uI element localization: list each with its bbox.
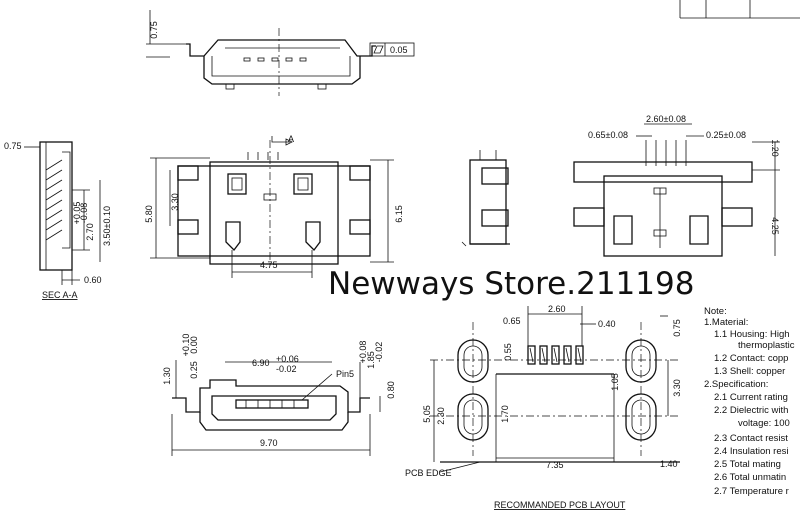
pcb-right-dim: 3.30 xyxy=(672,379,682,397)
port-offset-dim: 1.30 xyxy=(162,367,172,385)
note-line: voltage: 100 xyxy=(738,418,790,429)
port-height-minus: -0.02 xyxy=(374,342,384,363)
right-pitch-dim: 2.60±0.08 xyxy=(646,114,686,124)
section-mark: A xyxy=(288,134,294,144)
front-inner-dim: 3.30 xyxy=(170,193,180,211)
pcb-height-dim: 5.05 xyxy=(422,405,432,423)
notes-block: Note: 1.Material: 1.1 Housing: High ther… xyxy=(704,306,795,497)
note-line: 2.2 Dielectric with xyxy=(714,405,788,416)
section-a-a-view: 0.75 2.70 +0.05 -0.08 3.50±0.10 0.60 SEC… xyxy=(4,141,112,300)
note-line: 1.3 Shell: copper xyxy=(714,366,785,377)
note-line: thermoplastic xyxy=(738,340,795,351)
store-watermark: Newways Store.211198 xyxy=(328,266,694,302)
side-view xyxy=(461,150,510,247)
section-bottom-dim: 0.60 xyxy=(84,275,102,285)
title-block xyxy=(679,0,800,19)
note-line: 1.Material: xyxy=(704,317,748,328)
port-height-dim: 1.85 xyxy=(366,351,376,369)
flatness-value: 0.05 xyxy=(390,45,408,55)
top-view: 0.75 0.05 xyxy=(146,10,415,96)
top-contacts xyxy=(243,57,307,62)
front-height-dim: 5.80 xyxy=(144,205,154,223)
pin5-label: Pin5 xyxy=(336,369,354,379)
front-width-dim: 4.75 xyxy=(260,260,278,270)
top-height-dim: 0.75 xyxy=(149,21,159,39)
note-line: 2.1 Current rating xyxy=(714,392,788,403)
port-leadin-dim: 0.25 xyxy=(189,361,199,379)
pcb-slot-pads xyxy=(457,339,657,441)
note-line: 2.6 Total unmatin xyxy=(714,472,786,483)
port-width-plus: +0.06 xyxy=(276,354,299,364)
port-view: 6.90 +0.06 -0.02 0.25 +0.10 0.00 1.30 Pi… xyxy=(162,334,396,456)
section-dim-b: 3.50±0.10 xyxy=(102,206,112,246)
right-left-dim: 0.65±0.08 xyxy=(588,130,628,140)
section-tol-a-minus: -0.08 xyxy=(79,203,89,224)
pcb-layout-view: 0.65 0.55 2.60 0.40 xyxy=(405,304,682,510)
pcb-span-dim: 2.60 xyxy=(548,304,566,314)
note-line: 2.4 Insulation resi xyxy=(714,446,788,457)
pcb-slot-width-dim: 0.75 xyxy=(672,319,682,337)
note-line: 2.7 Temperature r xyxy=(714,486,789,497)
right-right-dim: 0.25±0.08 xyxy=(706,130,746,140)
pcb-mid-dim: 1.70 xyxy=(500,405,510,423)
pcb-center-dim: 1.05 xyxy=(610,373,620,391)
notes-title: Note: xyxy=(704,306,727,317)
section-hatch xyxy=(45,159,63,241)
note-line: 2.3 Contact resist xyxy=(714,433,788,444)
front-view: A 5.80 3.30 6.15 4.75 xyxy=(144,134,404,278)
port-width-minus: -0.02 xyxy=(276,364,297,374)
note-line: 2.5 Total mating xyxy=(714,459,781,470)
note-line: 1.2 Contact: copp xyxy=(714,353,788,364)
port-tongue xyxy=(235,399,309,409)
pcb-gap-dim: 0.40 xyxy=(598,319,616,329)
pcb-edge-dim: 1.40 xyxy=(660,459,678,469)
flatness-icon xyxy=(373,45,384,54)
flatness-frame xyxy=(369,42,415,57)
section-tol-a-plus: +0.05 xyxy=(72,202,82,225)
note-line: 1.1 Housing: High xyxy=(714,329,790,340)
right-top-dim: 1.20 xyxy=(770,139,780,157)
pcb-caption: RECOMMANDED PCB LAYOUT xyxy=(494,500,626,510)
pcb-pitch-dim: 0.55 xyxy=(503,343,513,361)
pcb-signal-pads xyxy=(527,345,584,365)
port-leadin-plus: +0.10 xyxy=(181,334,191,357)
note-line: 2.Specification: xyxy=(704,379,768,390)
pcb-width-dim: 7.35 xyxy=(546,460,564,470)
right-side-dim: 4.25 xyxy=(770,217,780,235)
section-label: SEC A-A xyxy=(42,290,78,300)
section-top-dim: 0.75 xyxy=(4,141,22,151)
right-detail-view: 2.60±0.08 0.65±0.08 0.25±0.08 1.20 4.25 xyxy=(573,114,780,257)
port-height-plus: +0.08 xyxy=(358,341,368,364)
port-lead-dim: 0.80 xyxy=(386,381,396,399)
pcb-edge-label: PCB EDGE xyxy=(405,468,452,478)
port-total-width: 9.70 xyxy=(260,438,278,448)
pcb-pad-dim: 0.65 xyxy=(503,316,521,326)
section-dim-a: 2.70 xyxy=(85,223,95,241)
port-leadin-minus: 0.00 xyxy=(189,336,199,354)
pcb-lower-dim: 2.30 xyxy=(436,407,446,425)
port-contacts xyxy=(245,400,295,408)
front-total-dim: 6.15 xyxy=(394,205,404,223)
port-width-main: 6.90 xyxy=(252,358,270,368)
